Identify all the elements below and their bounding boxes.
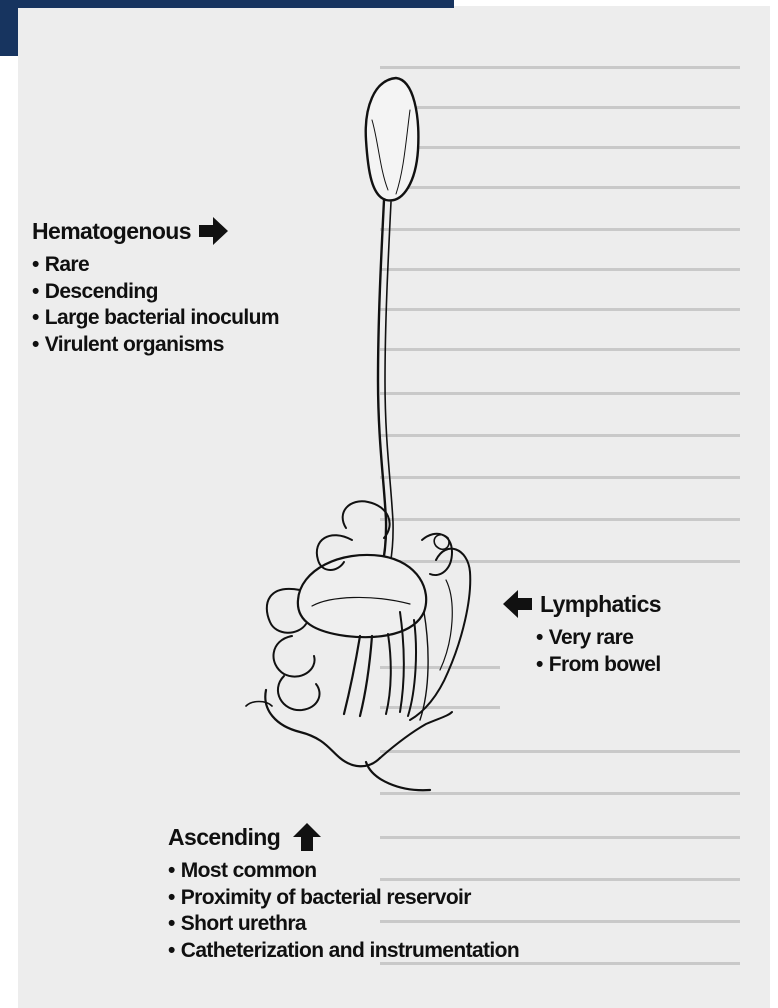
hematogenous-title: Hematogenous [32,218,191,245]
list-item: From bowel [536,652,661,679]
list-item: Proximity of bacterial reservoir [168,885,519,912]
kidney-shape [366,78,419,200]
lymphatics-list: Very rare From bowel [536,625,661,678]
right-arrow-icon [197,216,229,246]
lymphatics-heading: Lymphatics [502,589,661,619]
list-item: Catheterization and instrumentation [168,938,519,965]
pelvic-organs [246,501,470,790]
ascending-block: Ascending Most common Proximity of bacte… [168,822,519,964]
list-item: Rare [32,252,279,279]
list-item: Descending [32,279,279,306]
list-item: Very rare [536,625,661,652]
ascending-title: Ascending [168,824,280,851]
hematogenous-list: Rare Descending Large bacterial inoculum… [32,252,279,358]
list-item: Short urethra [168,911,519,938]
list-item: Large bacterial inoculum [32,305,279,332]
lymphatics-block: Lymphatics Very rare From bowel [502,589,661,678]
up-arrow-icon [286,822,322,852]
list-item: Virulent organisms [32,332,279,359]
ureter-line [366,200,393,612]
ascending-list: Most common Proximity of bacterial reser… [168,858,519,964]
hematogenous-heading: Hematogenous [32,216,279,246]
left-arrow-icon [502,589,534,619]
lymphatics-title: Lymphatics [540,591,661,618]
hematogenous-block: Hematogenous Rare Descending Large bacte… [32,216,279,358]
ascending-heading: Ascending [168,822,519,852]
list-item: Most common [168,858,519,885]
